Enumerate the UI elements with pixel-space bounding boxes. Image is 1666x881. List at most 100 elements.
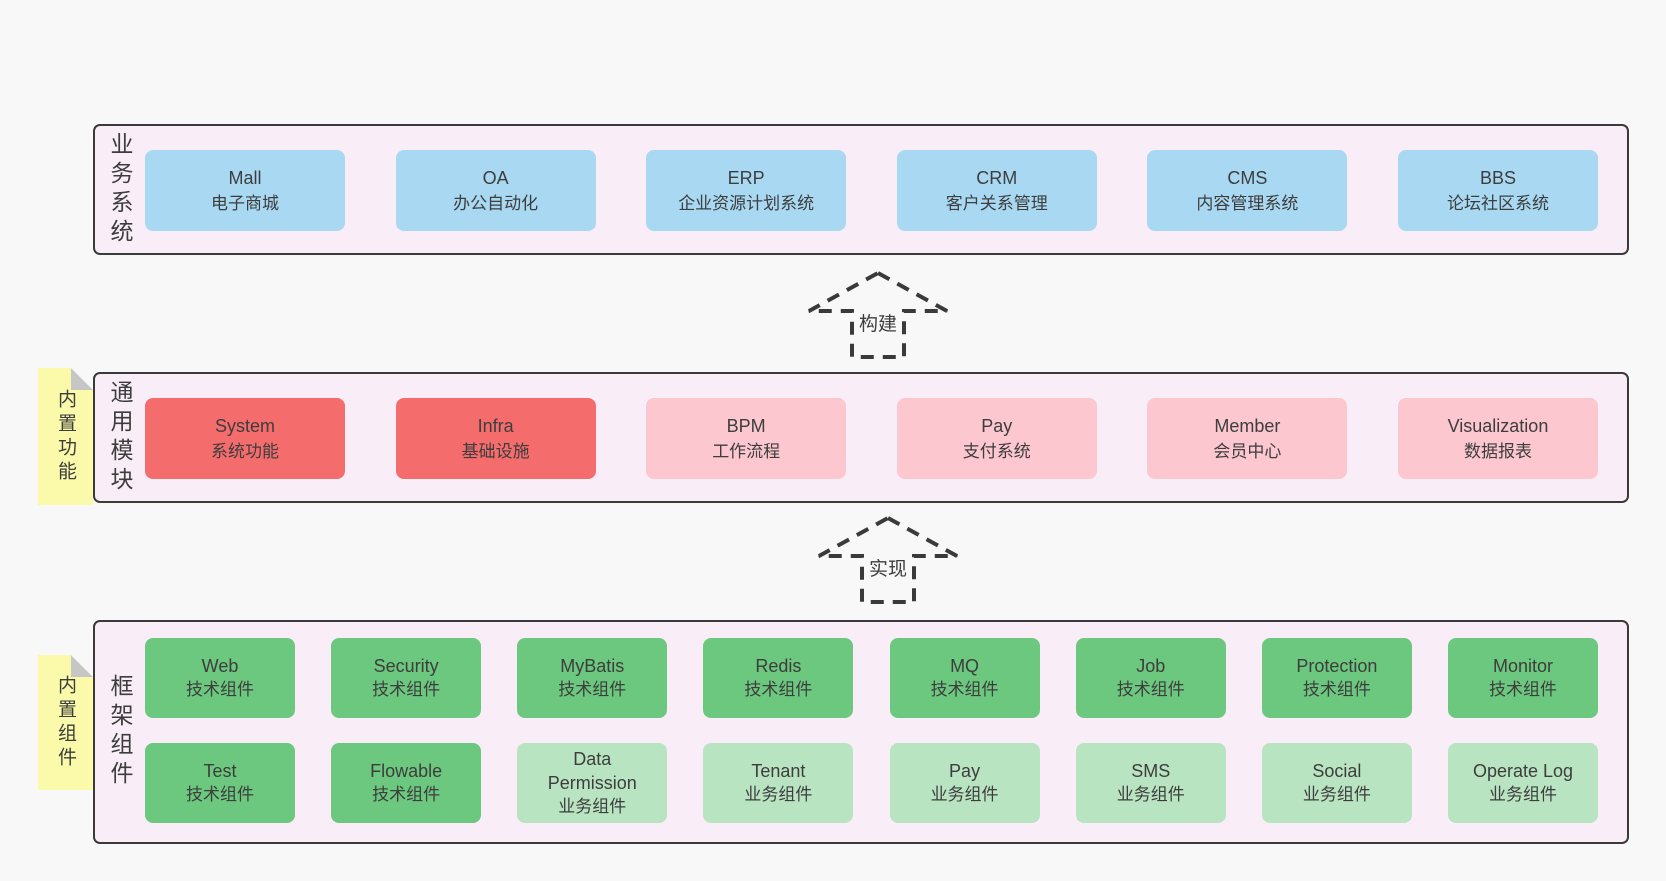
box-title: Tenant (751, 761, 806, 781)
box-subtitle: 企业资源计划系统 (678, 193, 815, 213)
framework-components-panel: 框架组件 Web 技术组件 Security 技术组件 MyBatis 技术组件… (93, 620, 1629, 844)
box-subtitle: 技术组件 (186, 680, 254, 699)
box-subtitle: 技术组件 (372, 785, 441, 804)
box-cms: CMS 内容管理系统 (1147, 150, 1348, 231)
box-monitor: Monitor 技术组件 (1447, 638, 1598, 718)
box-data-permission: Data Permission 业务组件 (517, 743, 668, 823)
box-operate-log: Operate Log 业务组件 (1447, 743, 1598, 823)
sticky-label: 内置功能 (55, 388, 76, 485)
modules-boxes-row: System 系统功能 Infra 基础设施 BPM 工作流程 Pay 支付系统… (145, 398, 1598, 479)
box-title: BBS (1479, 167, 1516, 188)
business-systems-panel: 业务系统 Mall 电子商城 OA 办公自动化 ERP 企业资源计划系统 CRM… (93, 124, 1629, 255)
box-pay: Pay 支付系统 (896, 398, 1097, 479)
box-subtitle: 业务组件 (744, 785, 813, 804)
box-title: SMS (1131, 761, 1171, 781)
box-subtitle: 技术组件 (744, 680, 813, 699)
box-infra: Infra 基础设施 (395, 398, 596, 479)
box-subtitle: 工作流程 (712, 441, 781, 461)
implement-arrow-label: 实现 (865, 554, 911, 581)
common-modules-panel: 通用模块 System 系统功能 Infra 基础设施 BPM 工作流程 Pay… (93, 372, 1629, 503)
box-mybatis: MyBatis 技术组件 (517, 638, 668, 718)
box-protection: Protection 技术组件 (1261, 638, 1412, 718)
builtin-functions-sticky-note: 内置功能 (38, 368, 93, 505)
box-system: System 系统功能 (145, 398, 345, 479)
box-title: Mall (228, 167, 262, 188)
box-tenant: Tenant 业务组件 (703, 743, 854, 823)
box-subtitle: 客户关系管理 (945, 193, 1048, 213)
box-test: Test 技术组件 (145, 743, 295, 823)
box-title: Web (201, 656, 239, 676)
box-job: Job 技术组件 (1075, 638, 1226, 718)
box-subtitle: 支付系统 (962, 441, 1031, 461)
box-subtitle: 数据报表 (1463, 441, 1532, 461)
box-subtitle: 业务组件 (558, 797, 627, 816)
box-title: Member (1214, 415, 1281, 436)
box-title: Test (203, 761, 237, 781)
box-title: CMS (1227, 167, 1268, 188)
box-subtitle: 技术组件 (558, 680, 627, 699)
box-subtitle: 电子商城 (211, 193, 279, 213)
box-mall: Mall 电子商城 (145, 150, 345, 231)
box-title: System (214, 415, 275, 436)
components-panel-vertical-label: 框架组件 (107, 674, 133, 790)
box-subtitle: 办公自动化 (453, 193, 539, 213)
box-sms: SMS 业务组件 (1075, 743, 1226, 823)
business-boxes-row: Mall 电子商城 OA 办公自动化 ERP 企业资源计划系统 CRM 客户关系… (145, 150, 1598, 231)
folded-corner-icon (71, 368, 93, 390)
box-title: Job (1136, 656, 1166, 676)
box-title: MQ (950, 656, 980, 676)
box-subtitle: 技术组件 (372, 680, 441, 699)
folded-corner-icon (71, 655, 93, 677)
box-title: Monitor (1492, 656, 1553, 676)
box-subtitle: 技术组件 (1488, 680, 1557, 699)
box-subtitle: 论坛社区系统 (1446, 193, 1549, 213)
box-subtitle: 业务组件 (1116, 785, 1185, 804)
box-title: CRM (976, 167, 1018, 188)
box-subtitle: 技术组件 (186, 785, 254, 804)
implement-arrow: 实现 (816, 514, 960, 606)
box-subtitle: 基础设施 (461, 441, 530, 461)
box-oa: OA 办公自动化 (395, 150, 596, 231)
box-erp: ERP 企业资源计划系统 (646, 150, 847, 231)
box-title: OA (482, 167, 509, 188)
box-title: Social (1312, 761, 1362, 781)
box-title: Operate Log (1472, 761, 1574, 781)
box-subtitle: 业务组件 (930, 785, 999, 804)
box-title: Data Permission (547, 749, 637, 793)
modules-panel-vertical-label: 通用模块 (107, 379, 133, 496)
box-title: Pay (981, 415, 1013, 436)
box-title: Protection (1296, 656, 1378, 676)
box-subtitle: 业务组件 (1302, 785, 1371, 804)
box-title: Security (373, 656, 439, 676)
components-boxes-row-2: Test 技术组件 Flowable 技术组件 Data Permission … (145, 743, 1598, 823)
builtin-components-sticky-note: 内置组件 (38, 655, 93, 790)
box-crm: CRM 客户关系管理 (896, 150, 1097, 231)
build-arrow-label: 构建 (855, 309, 901, 336)
box-subtitle: 系统功能 (211, 441, 279, 461)
box-subtitle: 内容管理系统 (1196, 193, 1299, 213)
build-arrow: 构建 (806, 269, 950, 361)
box-subtitle: 技术组件 (1302, 680, 1371, 699)
box-subtitle: 业务组件 (1488, 785, 1557, 804)
components-boxes-row-1: Web 技术组件 Security 技术组件 MyBatis 技术组件 Redi… (145, 638, 1598, 718)
box-title: Flowable (370, 761, 443, 781)
box-flowable: Flowable 技术组件 (331, 743, 482, 823)
box-subtitle: 会员中心 (1213, 441, 1282, 461)
box-title: ERP (727, 167, 765, 188)
box-redis: Redis 技术组件 (703, 638, 854, 718)
box-bbs: BBS 论坛社区系统 (1397, 150, 1598, 231)
box-title: Redis (755, 656, 802, 676)
box-title: Infra (477, 415, 514, 436)
box-title: Visualization (1447, 415, 1549, 436)
box-subtitle: 技术组件 (1116, 680, 1185, 699)
box-bpm: BPM 工作流程 (646, 398, 847, 479)
business-panel-vertical-label: 业务系统 (107, 131, 133, 248)
box-security: Security 技术组件 (331, 638, 482, 718)
box-mq: MQ 技术组件 (889, 638, 1040, 718)
box-visualization: Visualization 数据报表 (1397, 398, 1598, 479)
box-social: Social 业务组件 (1261, 743, 1412, 823)
box-title: Pay (949, 761, 981, 781)
sticky-label: 内置组件 (55, 674, 76, 771)
box-subtitle: 技术组件 (930, 680, 999, 699)
